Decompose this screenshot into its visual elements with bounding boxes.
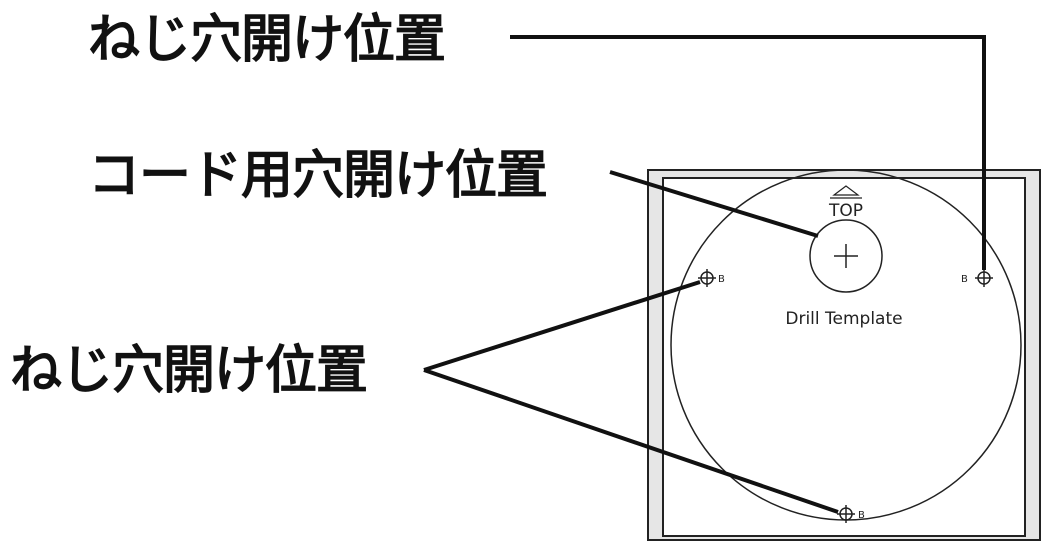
screw-hole-left: B (698, 269, 725, 287)
screw-hole-marker: B (961, 274, 968, 285)
leader-line-cord (609, 170, 819, 238)
leader-line-screw-bottom (423, 368, 839, 514)
top-text: TOP (828, 201, 863, 221)
screw-hole-label-top: ねじ穴開け位置 (88, 10, 446, 70)
screw-hole-label-bottom: ねじ穴開け位置 (10, 341, 368, 401)
plate-inner-panel (662, 177, 1026, 537)
screw-hole-right: B (961, 269, 993, 287)
cord-hole-circle (809, 219, 883, 293)
screw-hole-marker: B (858, 510, 865, 521)
leader-line-top (510, 35, 986, 270)
top-arrow-icon (832, 185, 860, 196)
leader-line-screw-left (423, 280, 701, 372)
screw-hole-bottom: B (837, 505, 865, 523)
template-title: Drill Template (785, 309, 902, 329)
cord-hole-label: コード用穴開け位置 (88, 146, 548, 206)
screw-hole-marker: B (718, 274, 725, 285)
